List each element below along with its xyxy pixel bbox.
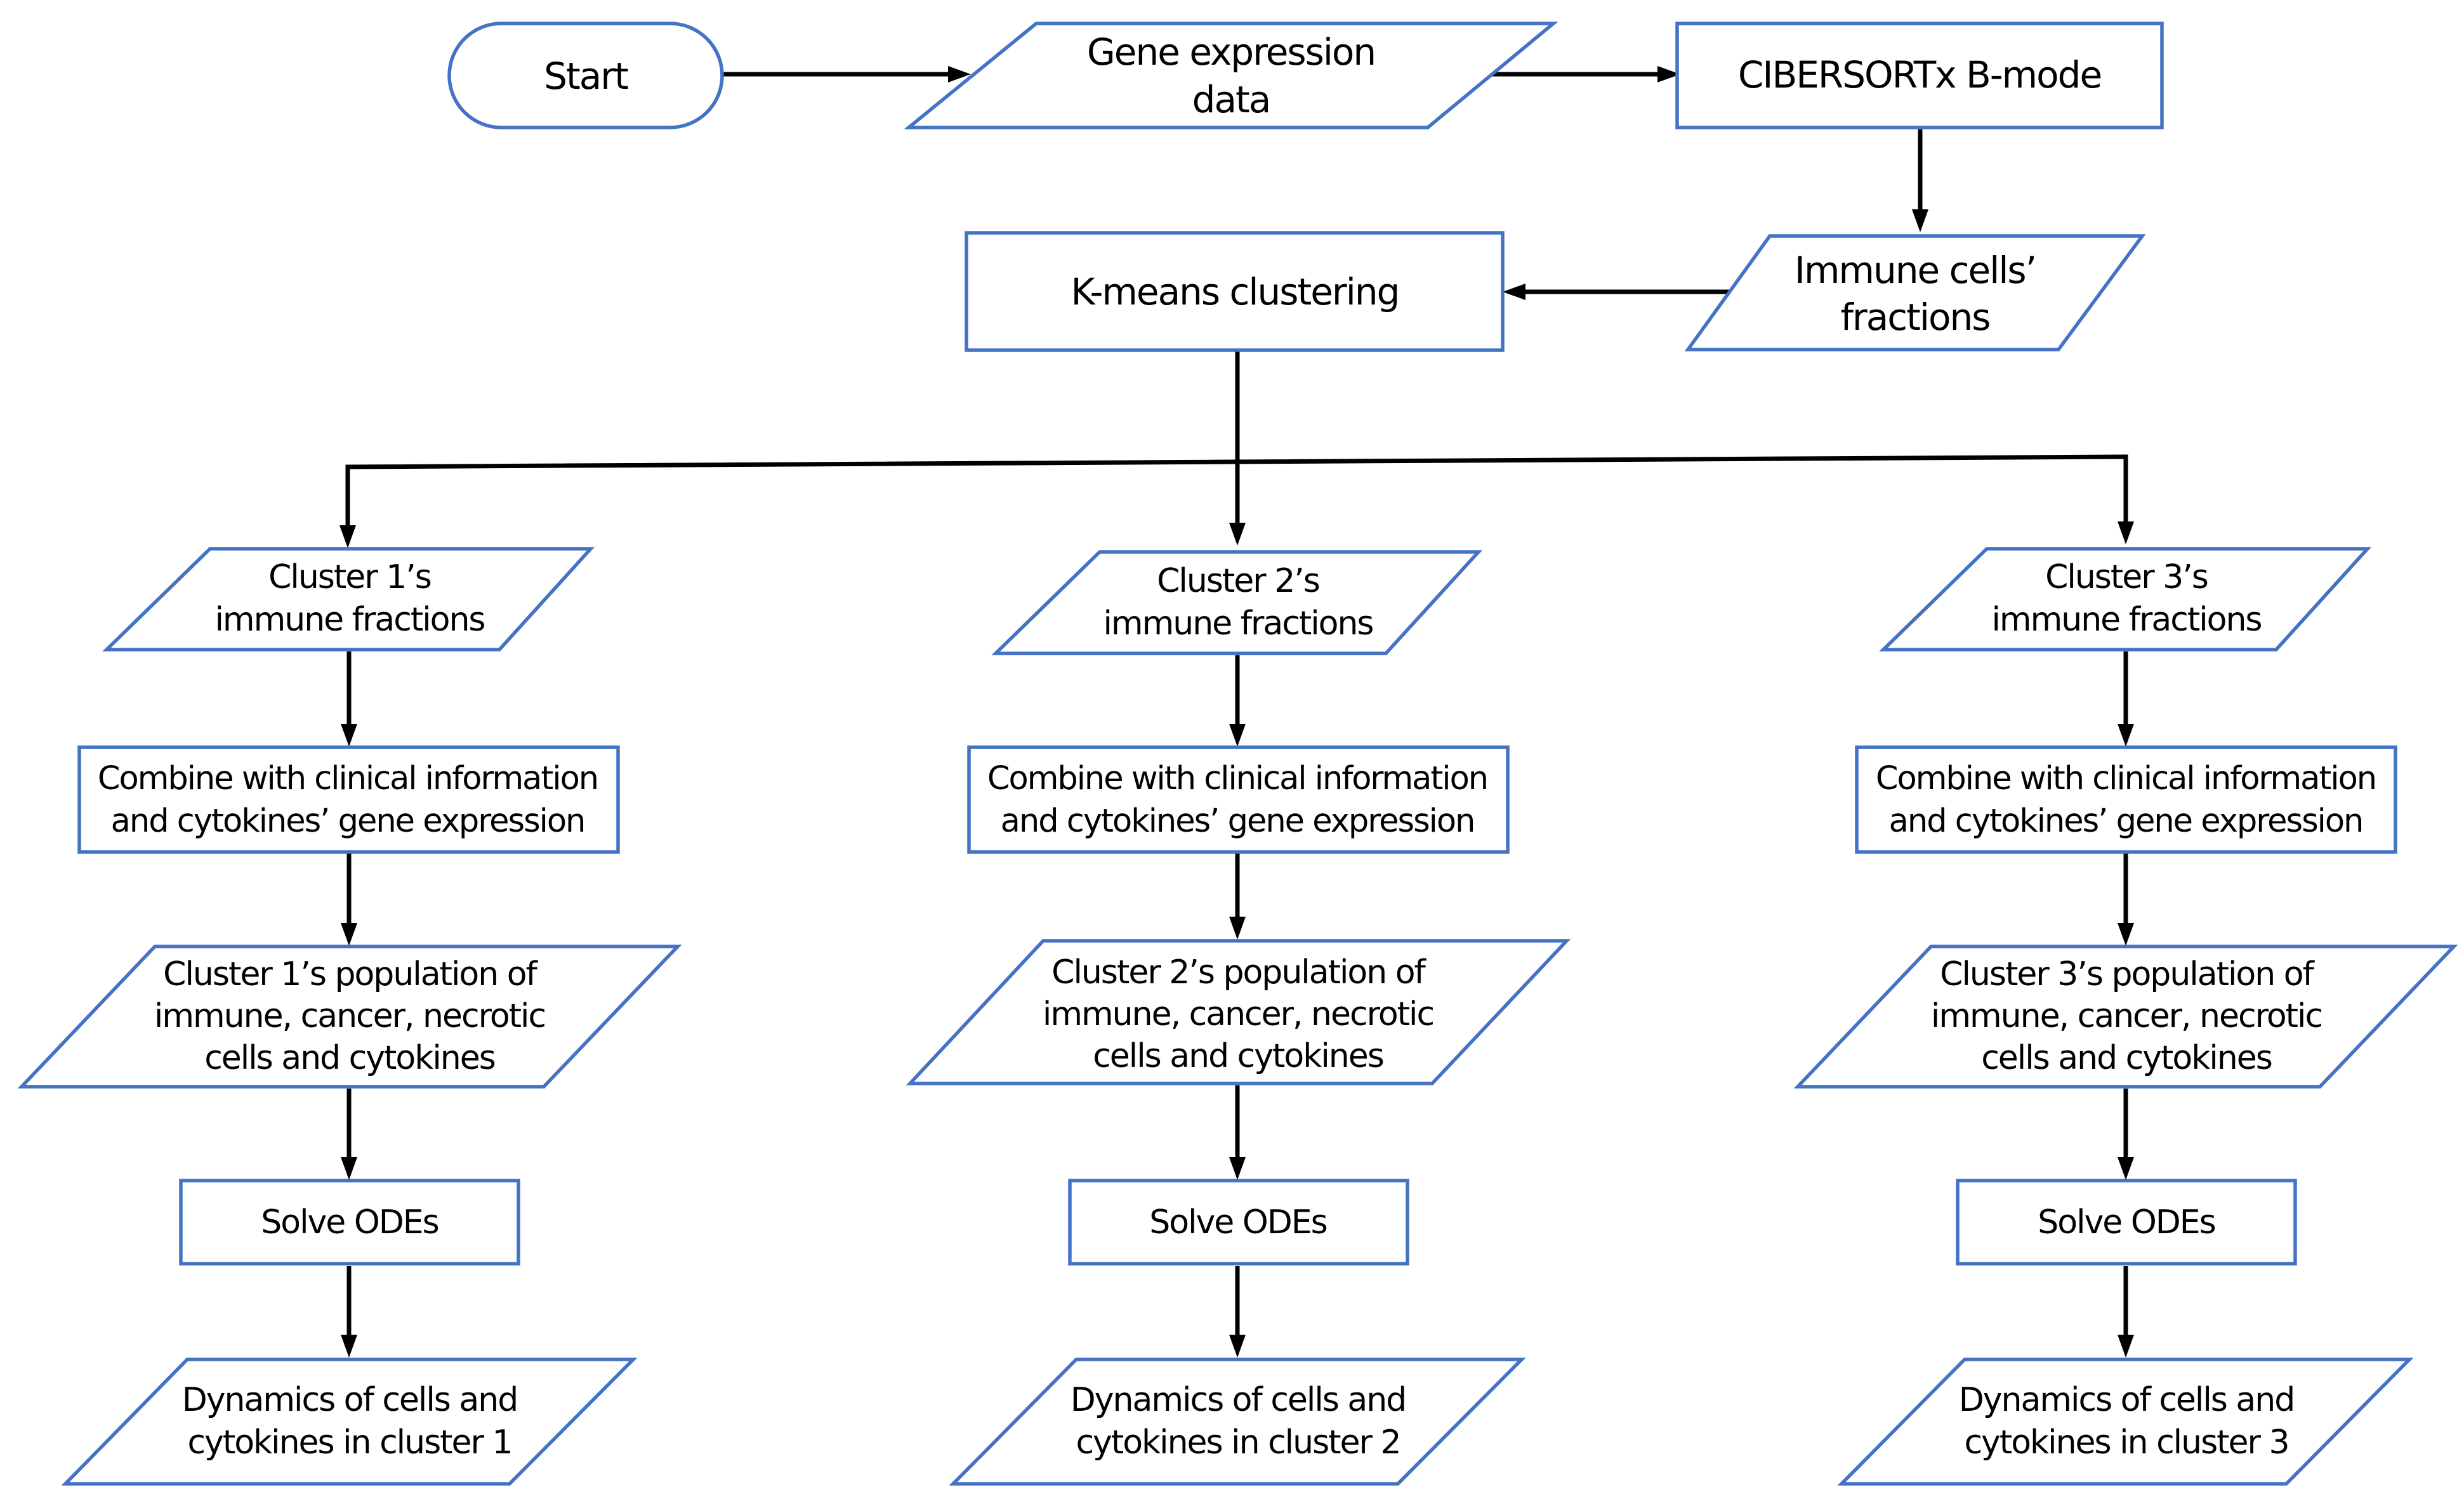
immune-fractions-label-line-2: fractions: [1840, 296, 1989, 339]
cluster-1-dynamics-node: Dynamics of cells and cytokines in clust…: [61, 1358, 638, 1486]
cluster-1-population-label-line-2: immune, cancer, necrotic: [154, 997, 545, 1035]
cluster-2-solve-node: Solve ODEs: [1068, 1179, 1409, 1266]
cibersortx-label: CIBERSORTx B-mode: [1738, 53, 2101, 96]
arrowhead: [2118, 1157, 2134, 1180]
arrowhead: [1229, 917, 1246, 940]
cluster-1-population-node: Cluster 1’s population of immune, cancer…: [17, 945, 682, 1089]
cluster-3-population-node: Cluster 3’s population of immune, cancer…: [1793, 945, 2458, 1089]
arrowhead: [341, 724, 357, 747]
cluster-2-dynamics-node: Dynamics of cells and cytokines in clust…: [949, 1358, 1526, 1486]
cluster-2-dynamics-label-line-2: cytokines in cluster 2: [1076, 1424, 1400, 1462]
cluster-3-dynamics-node: Dynamics of cells and cytokines in clust…: [1837, 1358, 2414, 1486]
gene-expression-label-line-1: Gene expression: [1087, 30, 1375, 74]
cibersortx-node: CIBERSORTx B-mode: [1675, 22, 2164, 129]
arrowhead: [1503, 284, 1525, 300]
cluster-3-fractions-node: Cluster 3’s immune fractions: [1879, 547, 2372, 652]
start-label: Start: [544, 55, 628, 98]
arrowhead: [339, 525, 356, 548]
cluster-1-dynamics-label-line-2: cytokines in cluster 1: [187, 1424, 511, 1462]
arrowhead: [341, 1335, 357, 1358]
start-node: Start: [447, 22, 724, 129]
arrowhead: [1229, 1335, 1246, 1358]
arrowhead: [341, 923, 357, 946]
cluster-1-fractions-node: Cluster 1’s immune fractions: [102, 547, 595, 652]
cluster-2-combine-node: Combine with clinical information and cy…: [967, 745, 1510, 854]
arrowhead: [1229, 1157, 1246, 1180]
cluster-2-fractions-label-line-1: Cluster 2’s: [1157, 562, 1319, 600]
arrowhead: [2118, 923, 2134, 946]
cluster-1-solve-node: Solve ODEs: [179, 1179, 520, 1266]
cluster-2-population-label-line-2: immune, cancer, necrotic: [1043, 995, 1433, 1033]
cluster-2-fractions-label-line-2: immune fractions: [1103, 605, 1373, 643]
gene-expression-label-line-2: data: [1192, 78, 1270, 121]
cluster-1-solve-label: Solve ODEs: [261, 1203, 438, 1241]
connectors: [339, 66, 2134, 1358]
cluster-2-population-label-line-3: cells and cytokines: [1093, 1037, 1383, 1075]
immune-fractions-label-line-1: Immune cells’: [1795, 249, 2036, 292]
arrowhead: [2118, 1335, 2134, 1358]
cluster-3-combine-label-line-1: Combine with clinical information: [1876, 760, 2376, 797]
cluster-3-combine-label-line-2: and cytokines’ gene expression: [1889, 802, 2363, 840]
cluster-3-dynamics-label-line-2: cytokines in cluster 3: [1964, 1424, 2288, 1462]
kmeans-label: K-means clustering: [1071, 270, 1399, 313]
arrowhead: [948, 66, 971, 82]
cluster-2-combine-label-line-2: and cytokines’ gene expression: [1001, 802, 1475, 840]
kmeans-clustering-node: K-means clustering: [965, 231, 1505, 352]
cluster-3-population-label-line-2: immune, cancer, necrotic: [1931, 997, 2322, 1035]
arrowhead: [1912, 209, 1928, 232]
cluster-3-combine-node: Combine with clinical information and cy…: [1855, 745, 2397, 854]
arrowhead: [2118, 724, 2134, 747]
cluster-1-dynamics-label-line-1: Dynamics of cells and: [182, 1381, 518, 1419]
cluster-3-solve-node: Solve ODEs: [1956, 1179, 2297, 1266]
immune-fractions-node: Immune cells’ fractions: [1684, 234, 2146, 351]
cluster-1-population-label-line-1: Cluster 1’s population of: [163, 955, 538, 993]
arrowhead: [1229, 523, 1246, 546]
cluster-3-dynamics-label-line-1: Dynamics of cells and: [1959, 1381, 2295, 1419]
arrowhead: [341, 1157, 357, 1180]
cluster-3-population-label-line-3: cells and cytokines: [1981, 1039, 2272, 1077]
cluster-1-combine-label-line-1: Combine with clinical information: [98, 760, 598, 797]
gene-expression-data-node: Gene expression data: [904, 22, 1558, 129]
cluster-1-fractions-label-line-2: immune fractions: [214, 601, 484, 639]
cluster-2-solve-label: Solve ODEs: [1149, 1203, 1326, 1241]
cluster-3-population-label-line-1: Cluster 3’s population of: [1940, 955, 2315, 993]
cluster-3-solve-label: Solve ODEs: [2038, 1203, 2215, 1241]
cluster-2-combine-label-line-1: Combine with clinical information: [987, 760, 1487, 797]
cluster-2-population-label-line-1: Cluster 2’s population of: [1051, 953, 1426, 992]
cluster-3-fractions-label-line-1: Cluster 3’s: [2045, 558, 2208, 596]
arrowhead: [2118, 521, 2134, 544]
arrowhead: [1229, 724, 1246, 747]
cluster-1-fractions-label-line-1: Cluster 1’s: [268, 558, 431, 596]
cluster-2-dynamics-label-line-1: Dynamics of cells and: [1071, 1381, 1406, 1419]
cluster-3-fractions-label-line-2: immune fractions: [1991, 601, 2261, 639]
cluster-1-combine-node: Combine with clinical information and cy…: [77, 745, 620, 854]
cluster-1-combine-label-line-2: and cytokines’ gene expression: [111, 802, 585, 840]
cluster-2-population-node: Cluster 2’s population of immune, cancer…: [906, 939, 1571, 1085]
cluster-1-population-label-line-3: cells and cytokines: [204, 1039, 495, 1077]
cluster-2-fractions-node: Cluster 2’s immune fractions: [991, 550, 1483, 655]
arrowhead: [1657, 66, 1680, 82]
